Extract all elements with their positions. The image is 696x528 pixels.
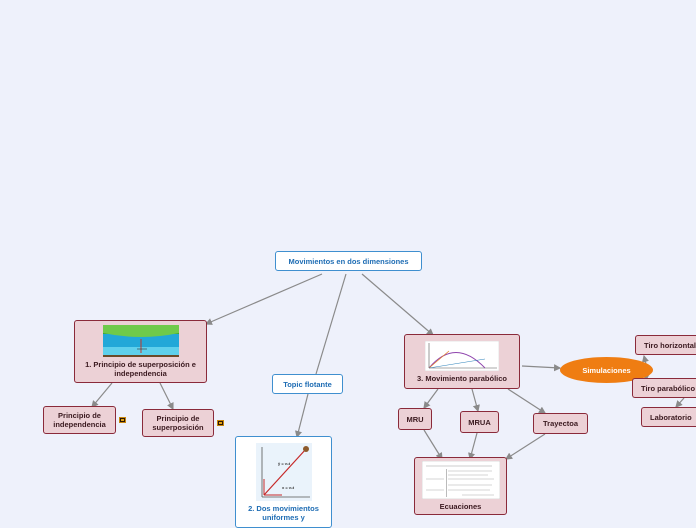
link-trayectoa-ecuaciones bbox=[506, 434, 545, 459]
subtopic-trayectoa[interactable]: Trayectoa bbox=[533, 413, 588, 434]
topic-superposicion[interactable]: 1. Principio de superposición e independ… bbox=[74, 320, 207, 383]
topic-ecuaciones-label: Ecuaciones bbox=[440, 502, 482, 511]
svg-text:ȳ = v₀t: ȳ = v₀t bbox=[278, 461, 291, 466]
topic-parabolico-label: 3. Movimiento parabólico bbox=[417, 374, 507, 383]
topic-parabolico[interactable]: 3. Movimiento parabólico bbox=[404, 334, 520, 389]
link-central-floating bbox=[316, 274, 346, 374]
subtopic-superposicion-label: Principio de superposición bbox=[143, 414, 213, 432]
link-tiro-laboratorio bbox=[676, 398, 684, 407]
superposicion-thumbnail bbox=[103, 325, 179, 357]
svg-text:x = v₀t: x = v₀t bbox=[282, 485, 295, 490]
attachment-icon[interactable] bbox=[119, 417, 126, 423]
link-mrua-ecuaciones bbox=[470, 433, 477, 459]
subtopic-mru[interactable]: MRU bbox=[398, 408, 432, 430]
link-central-superposicion bbox=[206, 274, 322, 324]
subtopic-independencia[interactable]: Principio de independencia bbox=[43, 406, 116, 434]
ecuaciones-thumbnail bbox=[422, 461, 500, 499]
subtopic-laboratorio[interactable]: Laboratorio bbox=[641, 407, 696, 427]
subtopic-tiro-horizontal-label: Tiro horizontal bbox=[644, 341, 696, 350]
subtopic-tiro-horizontal[interactable]: Tiro horizontal bbox=[635, 335, 696, 355]
topic-simulaciones-label: Simulaciones bbox=[582, 366, 630, 375]
dos-movimientos-thumbnail: ȳ = v₀t x = v₀t bbox=[256, 443, 312, 501]
floating-topic-label: Topic flotante bbox=[283, 380, 332, 389]
subtopic-tiro-parabolico[interactable]: Tiro parabólico bbox=[632, 378, 696, 398]
link-central-parabolico bbox=[362, 274, 433, 335]
link-sup-independencia bbox=[92, 383, 112, 407]
subtopic-mrua-label: MRUA bbox=[468, 418, 491, 427]
topic-dos-movimientos[interactable]: ȳ = v₀t x = v₀t 2. Dos movimientos unifo… bbox=[235, 436, 332, 528]
topic-dos-movimientos-label: 2. Dos movimientos uniformes y bbox=[236, 504, 331, 522]
link-parab-simulaciones bbox=[522, 366, 560, 368]
link-parab-trayectoa bbox=[508, 389, 545, 413]
subtopic-tiro-parabolico-label: Tiro parabólico bbox=[641, 384, 695, 393]
subtopic-trayectoa-label: Trayectoa bbox=[543, 419, 578, 428]
link-parab-mrua bbox=[472, 389, 478, 411]
floating-topic[interactable]: Topic flotante bbox=[272, 374, 343, 394]
central-topic-label: Movimientos en dos dimensiones bbox=[288, 257, 408, 266]
parabolico-thumbnail bbox=[425, 341, 499, 371]
central-topic[interactable]: Movimientos en dos dimensiones bbox=[275, 251, 422, 271]
subtopic-mrua[interactable]: MRUA bbox=[460, 411, 499, 433]
link-mru-ecuaciones bbox=[424, 430, 442, 459]
link-sup-superposicion bbox=[160, 383, 173, 409]
subtopic-superposicion[interactable]: Principio de superposición bbox=[142, 409, 214, 437]
subtopic-mru-label: MRU bbox=[406, 415, 423, 424]
topic-ecuaciones[interactable]: Ecuaciones bbox=[414, 457, 507, 515]
subtopic-independencia-label: Principio de independencia bbox=[44, 411, 115, 429]
link-floating-dosmov bbox=[297, 394, 308, 437]
subtopic-laboratorio-label: Laboratorio bbox=[650, 413, 692, 422]
attachment-icon[interactable] bbox=[217, 420, 224, 426]
topic-superposicion-label: 1. Principio de superposición e independ… bbox=[75, 360, 206, 378]
link-parab-mru bbox=[424, 389, 438, 408]
